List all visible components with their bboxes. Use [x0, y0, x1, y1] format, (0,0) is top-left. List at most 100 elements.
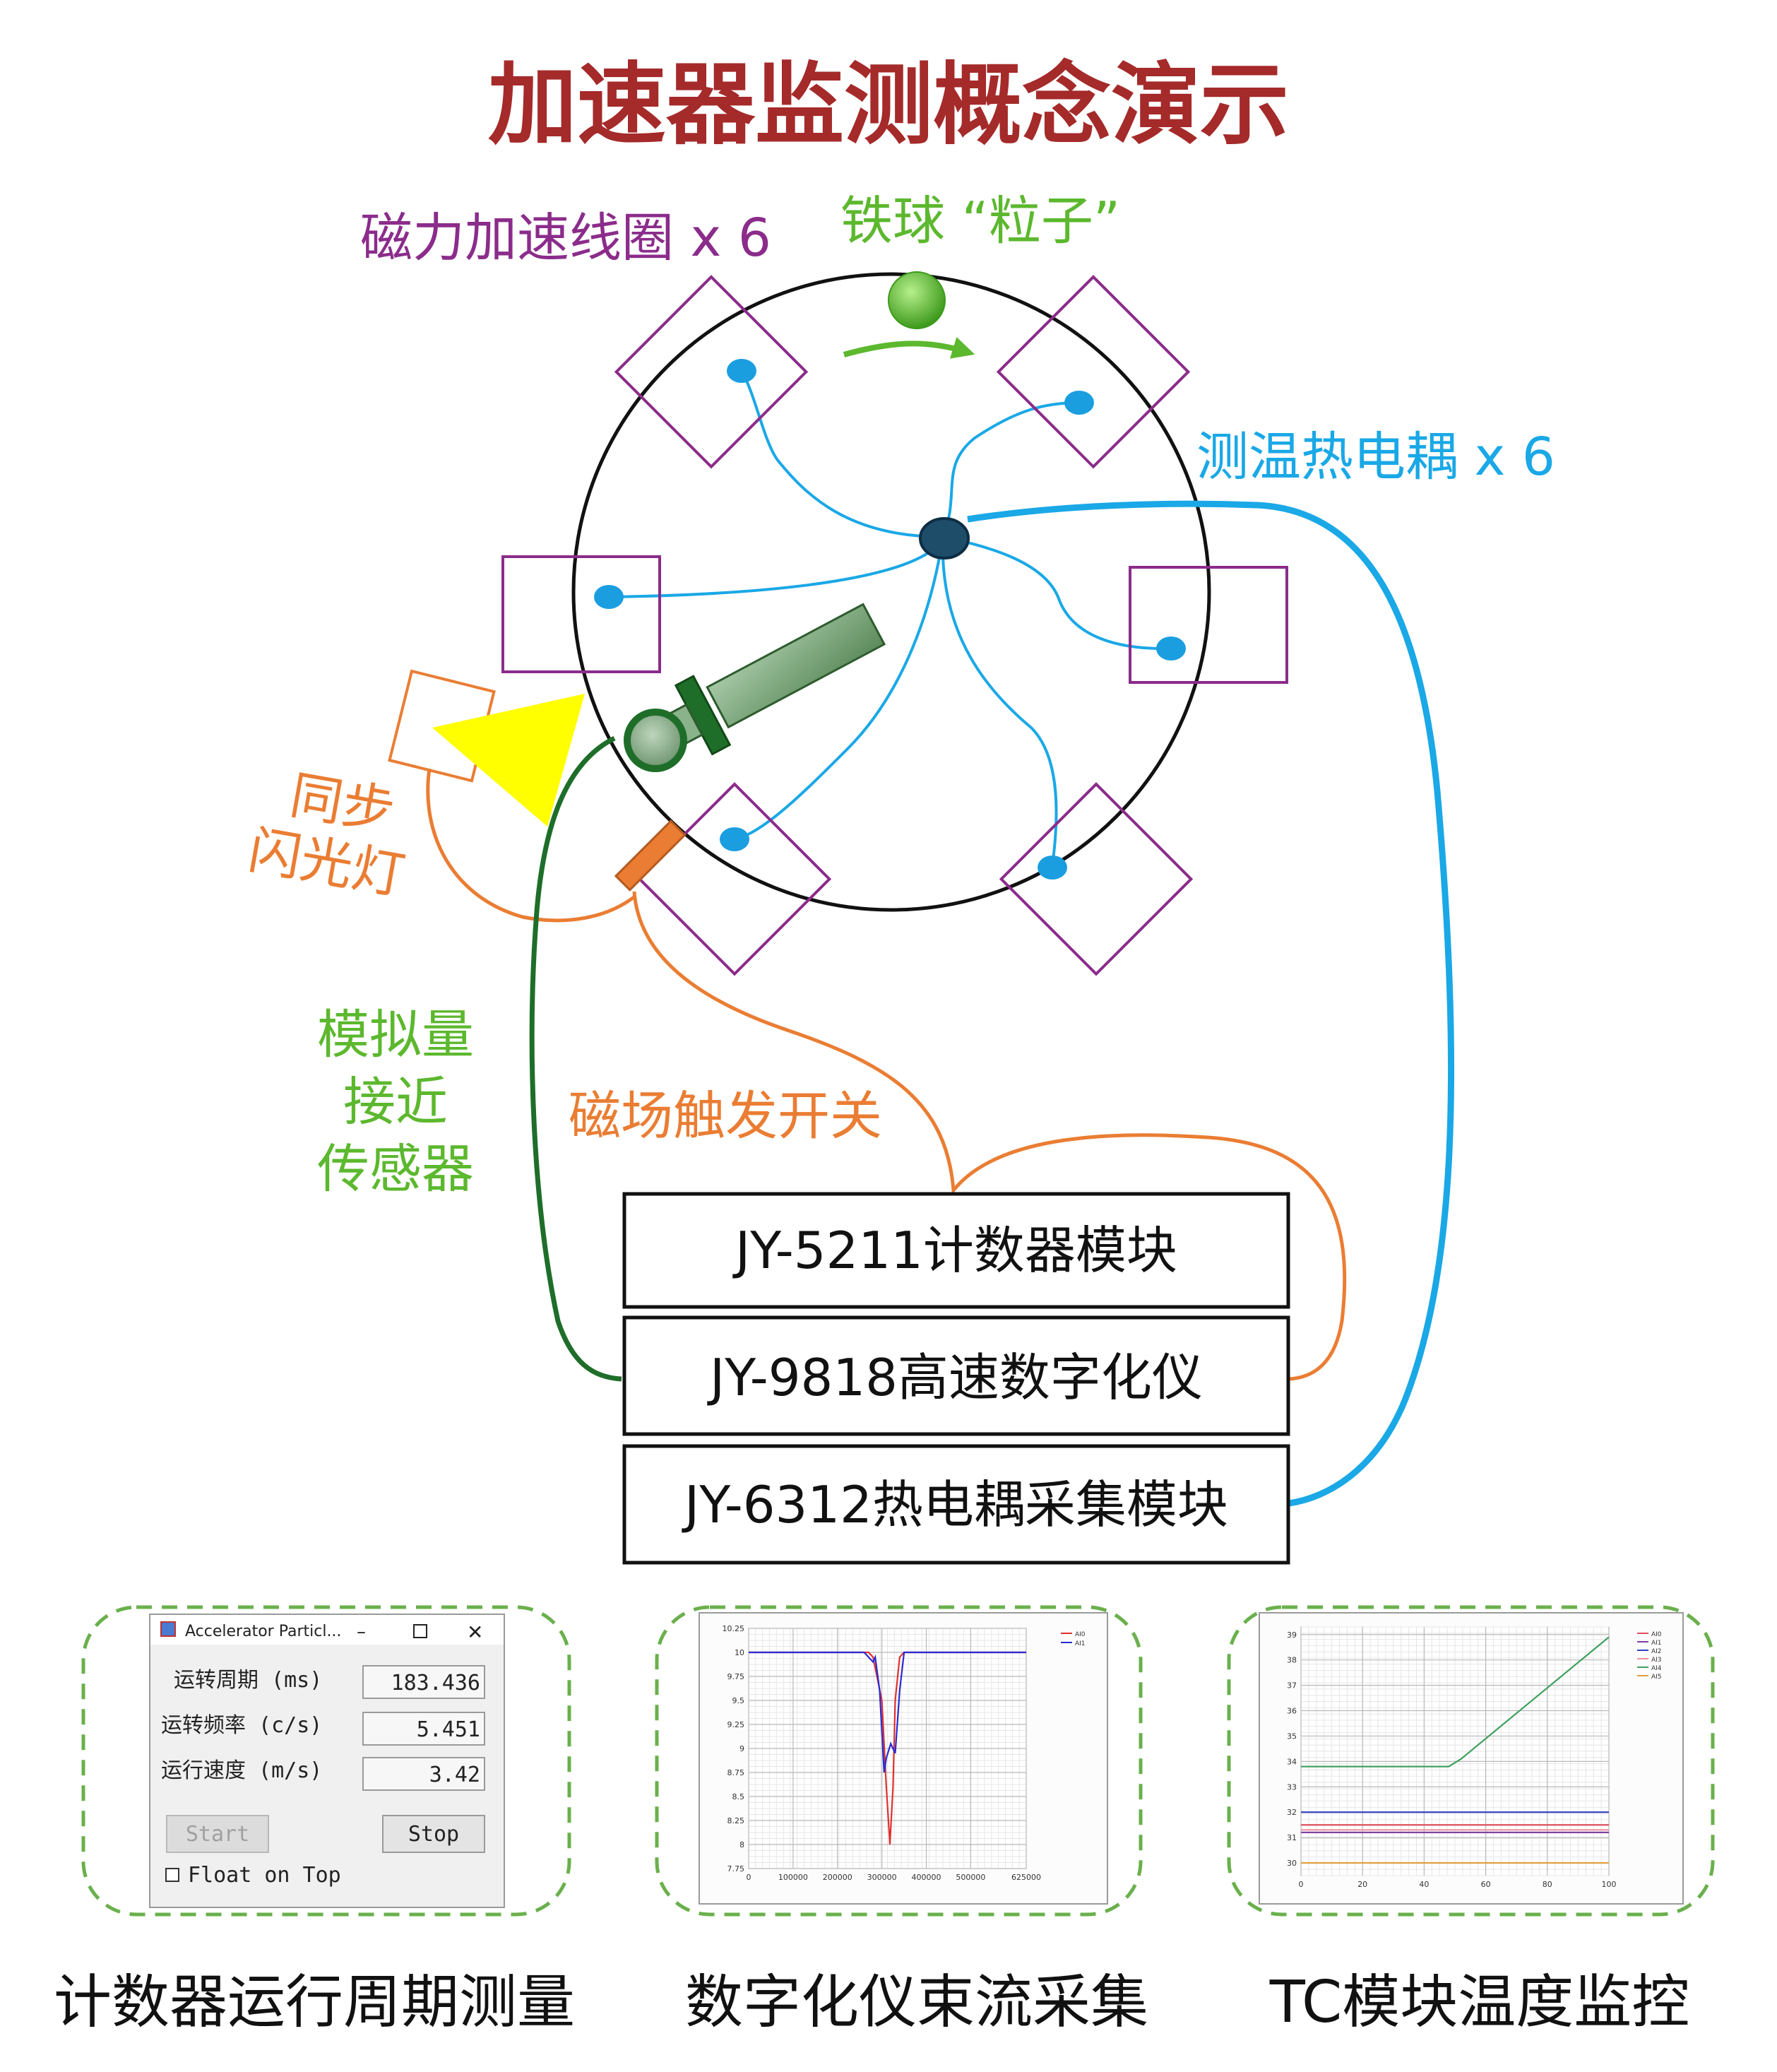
tc-legend-label: AI5	[1651, 1674, 1662, 1681]
tc-series-ai4	[1301, 1636, 1610, 1768]
sensor-label-line2: 接近	[343, 1072, 448, 1132]
page-title: 加速器监测概念演示	[488, 53, 1289, 157]
thermocouple-hub	[919, 517, 970, 560]
digitizer-y-tick-label: 10.25	[723, 1624, 745, 1633]
maximize-icon[interactable]	[413, 1624, 427, 1638]
tc-x-tick-label: 100	[1602, 1880, 1617, 1889]
start-button-label: Start	[186, 1822, 249, 1847]
digitizer-legend-label: AI1	[1075, 1640, 1086, 1647]
digitizer-y-tick-label: 7.75	[727, 1864, 745, 1873]
sensor-label-line3: 传感器	[317, 1139, 474, 1200]
frequency-value: 5.451	[417, 1717, 480, 1742]
float-checkbox[interactable]	[165, 1868, 179, 1882]
caption-digitizer: 数字化仪束流采集	[685, 1969, 1148, 2036]
thermocouple-cable	[967, 500, 1455, 1507]
trigger-switch	[614, 819, 687, 892]
ball-direction-arrow	[843, 337, 975, 359]
app-icon	[160, 1621, 176, 1637]
module-counter-box	[622, 1192, 1290, 1309]
tc-legend-label: AI2	[1651, 1648, 1662, 1655]
tc-legend-label: AI1	[1651, 1640, 1662, 1647]
period-value: 183.436	[391, 1671, 480, 1695]
digitizer-y-tick-label: 9	[739, 1744, 744, 1753]
module-boxes: JY-5211计数器模块 JY-9818高速数字化仪 JY-6312热电耦采集模…	[622, 1192, 1290, 1565]
counter-app-window: Accelerator Particl... – ✕ 运转周期 (ms) 183…	[149, 1614, 505, 1908]
digitizer-x-tick-label: 625000	[1011, 1873, 1041, 1882]
minimize-icon[interactable]: –	[357, 1621, 366, 1642]
digitizer-x-tick-label: 200000	[823, 1873, 852, 1882]
digitizer-y-tick-label: 9.75	[727, 1672, 745, 1681]
coil-bottom-right	[999, 782, 1194, 976]
digitizer-y-tick-label: 8.5	[732, 1792, 745, 1801]
ball-label: 铁球 “粒子”	[840, 191, 1120, 251]
speed-value: 3.42	[429, 1763, 480, 1787]
digitizer-x-tick-label: 100000	[778, 1873, 808, 1882]
digitizer-grid	[748, 1628, 1027, 1869]
digitizer-x-tick-label: 300000	[867, 1873, 897, 1882]
tc-y-tick-label: 32	[1287, 1808, 1297, 1817]
tc-y-tick-label: 35	[1287, 1731, 1297, 1741]
digitizer-x-tick-label: 0	[747, 1873, 751, 1882]
digitizer-y-tick-label: 10	[735, 1648, 744, 1657]
speed-label: 运行速度 (m/s)	[161, 1758, 322, 1783]
stop-button-label: Stop	[408, 1822, 459, 1847]
coil-right	[1129, 566, 1288, 684]
tc-x-tick-label: 20	[1357, 1880, 1367, 1889]
tc-y-tick-label: 31	[1287, 1833, 1297, 1842]
trigger-cable	[632, 891, 1347, 1381]
coil-top-right	[996, 275, 1191, 469]
tc-y-tick-label: 36	[1287, 1707, 1297, 1716]
tc-x-tick-label: 40	[1419, 1880, 1429, 1889]
digitizer-y-tick-label: 9.5	[732, 1696, 745, 1705]
digitizer-y-tick-label: 9.25	[727, 1720, 745, 1729]
panel1-frame	[81, 1605, 571, 1917]
tc-series	[1301, 1636, 1610, 1864]
sensor-cable	[529, 735, 622, 1382]
module-counter-label: JY-5211计数器模块	[732, 1221, 1177, 1280]
iron-ball	[888, 271, 946, 329]
close-icon[interactable]: ✕	[467, 1621, 483, 1644]
frequency-field[interactable]	[362, 1712, 485, 1746]
tc-y-tick-label: 39	[1287, 1630, 1297, 1640]
module-digitizer-box	[622, 1315, 1290, 1436]
panel3-frame	[1227, 1605, 1715, 1917]
coils	[501, 275, 1288, 976]
period-field[interactable]	[362, 1665, 485, 1699]
digitizer-series	[749, 1651, 1026, 1845]
coil-label: 磁力加速线圈 x 6	[360, 208, 771, 268]
tc-grid	[1300, 1626, 1610, 1876]
frequency-label: 运转频率 (c/s)	[161, 1713, 322, 1738]
digitizer-y-tick-label: 8	[739, 1840, 744, 1849]
coil-bottom-left	[637, 782, 832, 976]
tc-y-tick-label: 30	[1287, 1859, 1297, 1868]
module-thermocouple-box	[622, 1444, 1290, 1565]
tc-y-tick-label: 37	[1287, 1681, 1297, 1691]
tc-y-tick-label: 38	[1287, 1656, 1297, 1665]
speed-field[interactable]	[362, 1757, 485, 1791]
digitizer-y-tick-label: 8.75	[727, 1768, 745, 1777]
module-thermocouple-label: JY-6312热电耦采集模块	[682, 1475, 1228, 1534]
stop-button[interactable]	[382, 1815, 485, 1853]
tc-x-tick-label: 60	[1481, 1880, 1491, 1889]
trigger-label: 磁场触发开关	[569, 1086, 882, 1147]
tc-y-tick-label: 34	[1287, 1757, 1297, 1766]
tc-x-tick-label: 80	[1543, 1880, 1552, 1889]
thermocouple-dots	[594, 359, 1186, 880]
caption-tc: TC模块温度监控	[1269, 1969, 1690, 2036]
strobe-cable	[426, 768, 637, 923]
digitizer-legend-label: AI0	[1075, 1631, 1086, 1638]
start-button[interactable]	[166, 1815, 269, 1853]
digitizer-x-tick-label: 500000	[956, 1873, 985, 1882]
panel2-frame	[655, 1605, 1143, 1917]
digitizer-series-ai1	[749, 1651, 1026, 1773]
tc-legend-label: AI4	[1651, 1665, 1662, 1672]
sensor-head	[624, 709, 687, 772]
tc-legend-label: AI3	[1651, 1657, 1662, 1664]
